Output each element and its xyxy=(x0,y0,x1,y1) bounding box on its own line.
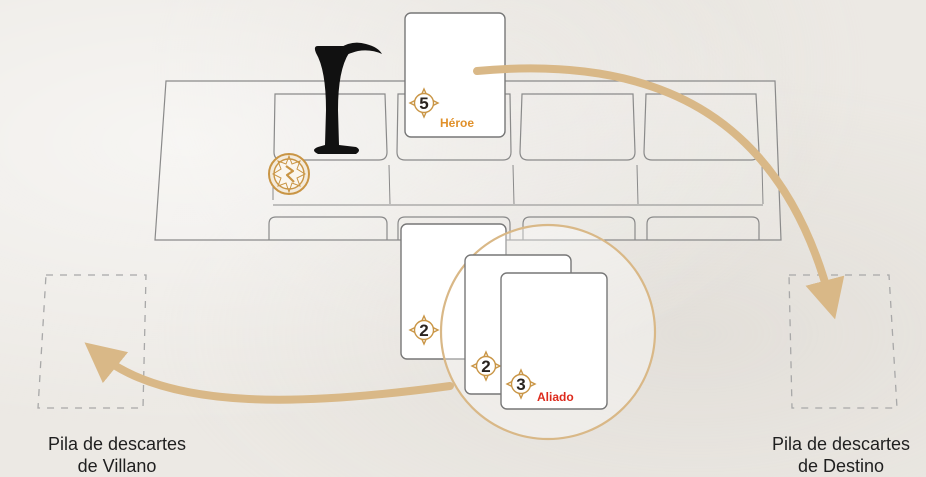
destiny-discard-caption: Pila de descartes de Destino xyxy=(752,433,926,477)
villain-discard-pile xyxy=(38,275,146,408)
card-front-value: 2 xyxy=(419,321,428,340)
villain-discard-caption-line1: Pila de descartes xyxy=(28,433,206,455)
hero-card-label: Héroe xyxy=(440,116,474,130)
villain-discard-caption: Pila de descartes de Villano xyxy=(28,433,206,477)
card-middle-value: 2 xyxy=(481,357,490,376)
hero-card-value: 5 xyxy=(419,94,428,113)
ally-card-label: Aliado xyxy=(537,390,574,404)
arrow-to-villain-discard xyxy=(100,355,450,400)
card-stack: 2 2 3 Aliado xyxy=(401,224,655,439)
ally-card-value: 3 xyxy=(516,375,525,394)
lightning-token-icon xyxy=(269,154,309,194)
destiny-discard-caption-line1: Pila de descartes xyxy=(752,433,926,455)
destiny-discard-pile xyxy=(789,275,897,408)
destiny-discard-caption-line2: de Destino xyxy=(752,455,926,477)
hero-card: 5 Héroe xyxy=(405,13,505,137)
villain-discard-caption-line2: de Villano xyxy=(28,455,206,477)
